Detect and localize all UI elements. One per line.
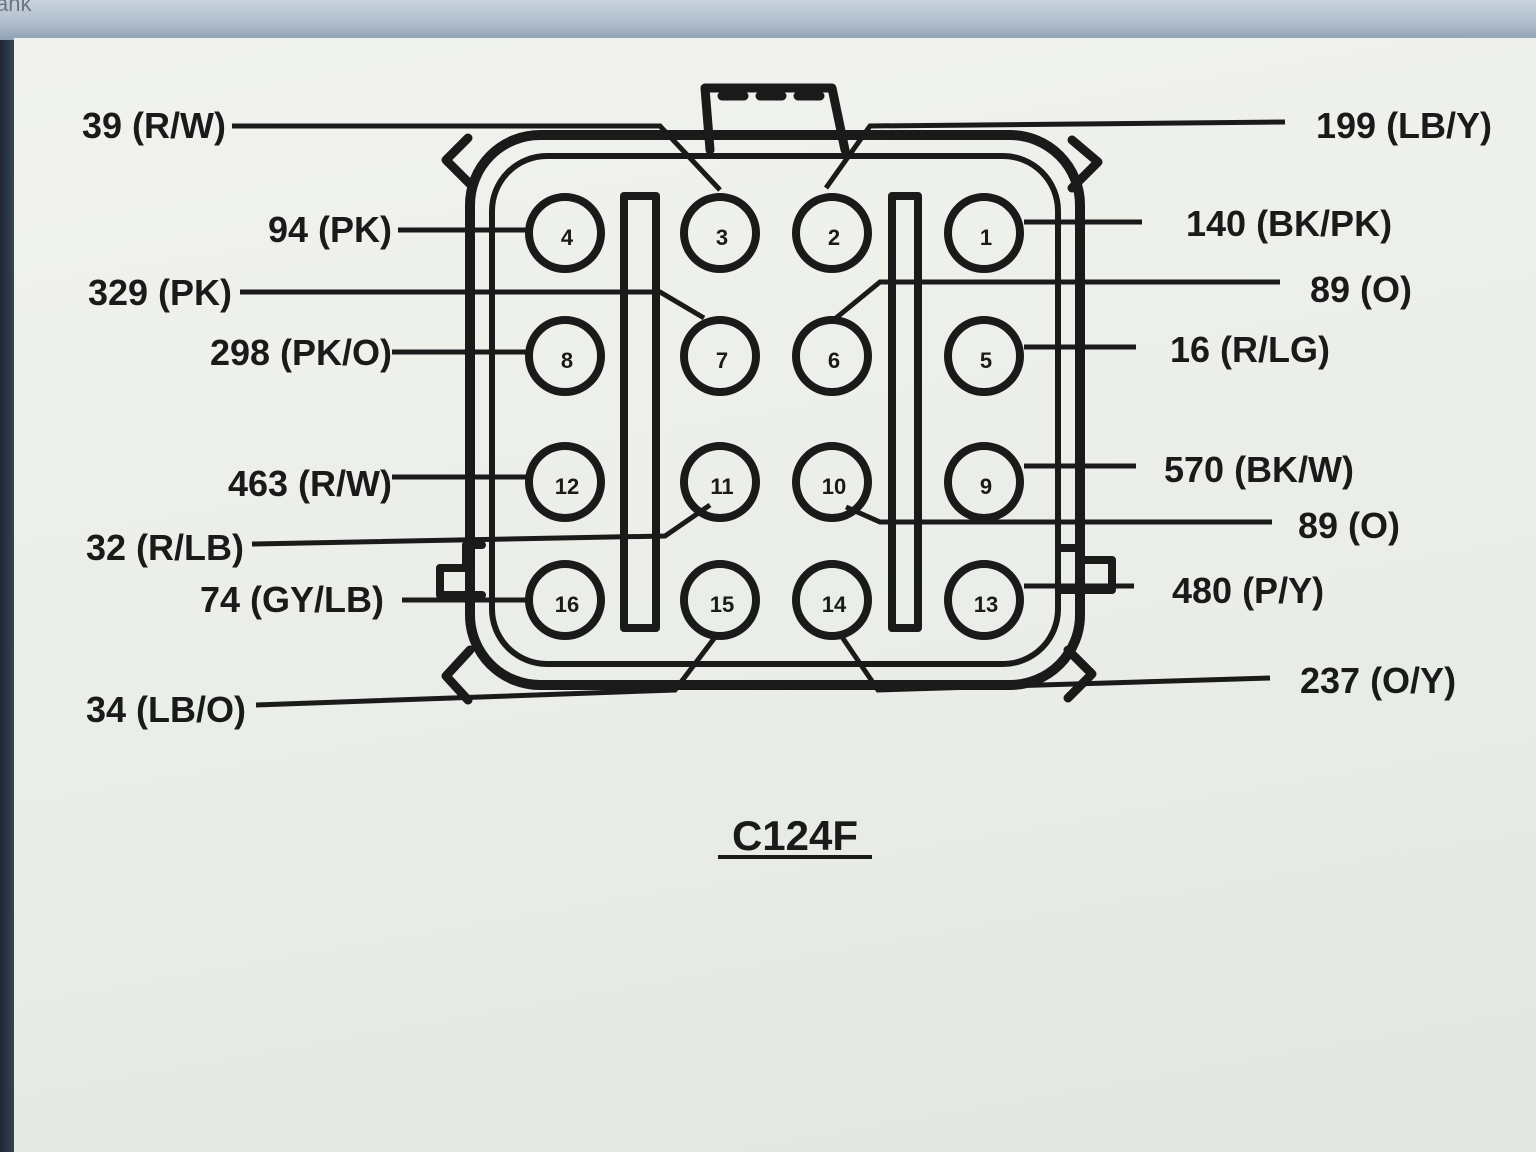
pin-2-cavity [792, 193, 872, 273]
wire-label: 237 (O/Y) [1300, 660, 1456, 701]
pin-13-number: 13 [974, 592, 998, 617]
window-left-frame [0, 40, 18, 1152]
pin-15-cavity [680, 560, 760, 640]
pin-8-number: 8 [561, 348, 573, 373]
wire-label: 89 (O) [1310, 269, 1412, 310]
pin-3-cavity [680, 193, 760, 273]
wire-label: 140 (BK/PK) [1186, 203, 1392, 244]
pin-10-number: 10 [822, 474, 846, 499]
wire-label: 16 (R/LG) [1170, 329, 1330, 370]
pin-1-cavity [944, 193, 1024, 273]
wire-label: 570 (BK/W) [1164, 449, 1354, 490]
wire-label: 298 (PK/O) [210, 332, 392, 373]
connector-name: C124F [732, 812, 858, 859]
right-wire-labels: 199 (LB/Y) 140 (BK/PK) 89 (O) 16 (R/LG) … [1164, 105, 1492, 701]
pin-11-cavity [680, 442, 760, 522]
pin-6-number: 6 [828, 348, 840, 373]
pin-5-number: 5 [980, 348, 992, 373]
pin-7-cavity [680, 316, 760, 396]
wire-label: 463 (R/W) [228, 463, 392, 504]
pin-4-number: 4 [561, 225, 574, 250]
wire-label: 39 (R/W) [82, 105, 226, 146]
pin-2-number: 2 [828, 225, 840, 250]
pin-3-number: 3 [716, 225, 728, 250]
pin-13-cavity [944, 560, 1024, 640]
connector-housing [436, 83, 1116, 705]
pin-9-cavity [944, 442, 1024, 522]
pin-10-cavity [792, 442, 872, 522]
pin-5-cavity [944, 316, 1024, 396]
right-wire-leads [823, 119, 1286, 693]
left-wire-leads [232, 123, 722, 708]
pin-1-number: 1 [980, 225, 992, 250]
pin-8-cavity [525, 316, 605, 396]
pin-7-number: 7 [716, 348, 728, 373]
pin-12-cavity [525, 442, 605, 522]
pin-6-cavity [792, 316, 872, 396]
wire-label: 89 (O) [1298, 505, 1400, 546]
window-title-bar: ank [0, 0, 1536, 40]
pin-15-number: 15 [710, 592, 734, 617]
pin-16-cavity [525, 560, 605, 640]
wire-label: 94 (PK) [268, 209, 392, 250]
pin-14-number: 14 [822, 592, 847, 617]
pin-11-number: 11 [710, 474, 733, 499]
wire-label: 480 (P/Y) [1172, 570, 1324, 611]
document-page [14, 38, 1536, 1152]
wire-label: 34 (LB/O) [86, 689, 246, 730]
window-caption: ank [0, 0, 32, 16]
left-wire-labels: 39 (R/W) 94 (PK) 329 (PK) 298 (PK/O) 463… [82, 105, 392, 730]
pin-12-number: 12 [555, 474, 579, 499]
wire-label: 74 (GY/LB) [200, 579, 384, 620]
wire-label: 329 (PK) [88, 272, 232, 313]
pin-14-cavity [792, 560, 872, 640]
wire-label: 199 (LB/Y) [1316, 105, 1492, 146]
pin-9-number: 9 [980, 474, 992, 499]
wire-label: 32 (R/LB) [86, 527, 244, 568]
pin-4-cavity [525, 193, 605, 273]
pin-16-number: 16 [555, 592, 579, 617]
